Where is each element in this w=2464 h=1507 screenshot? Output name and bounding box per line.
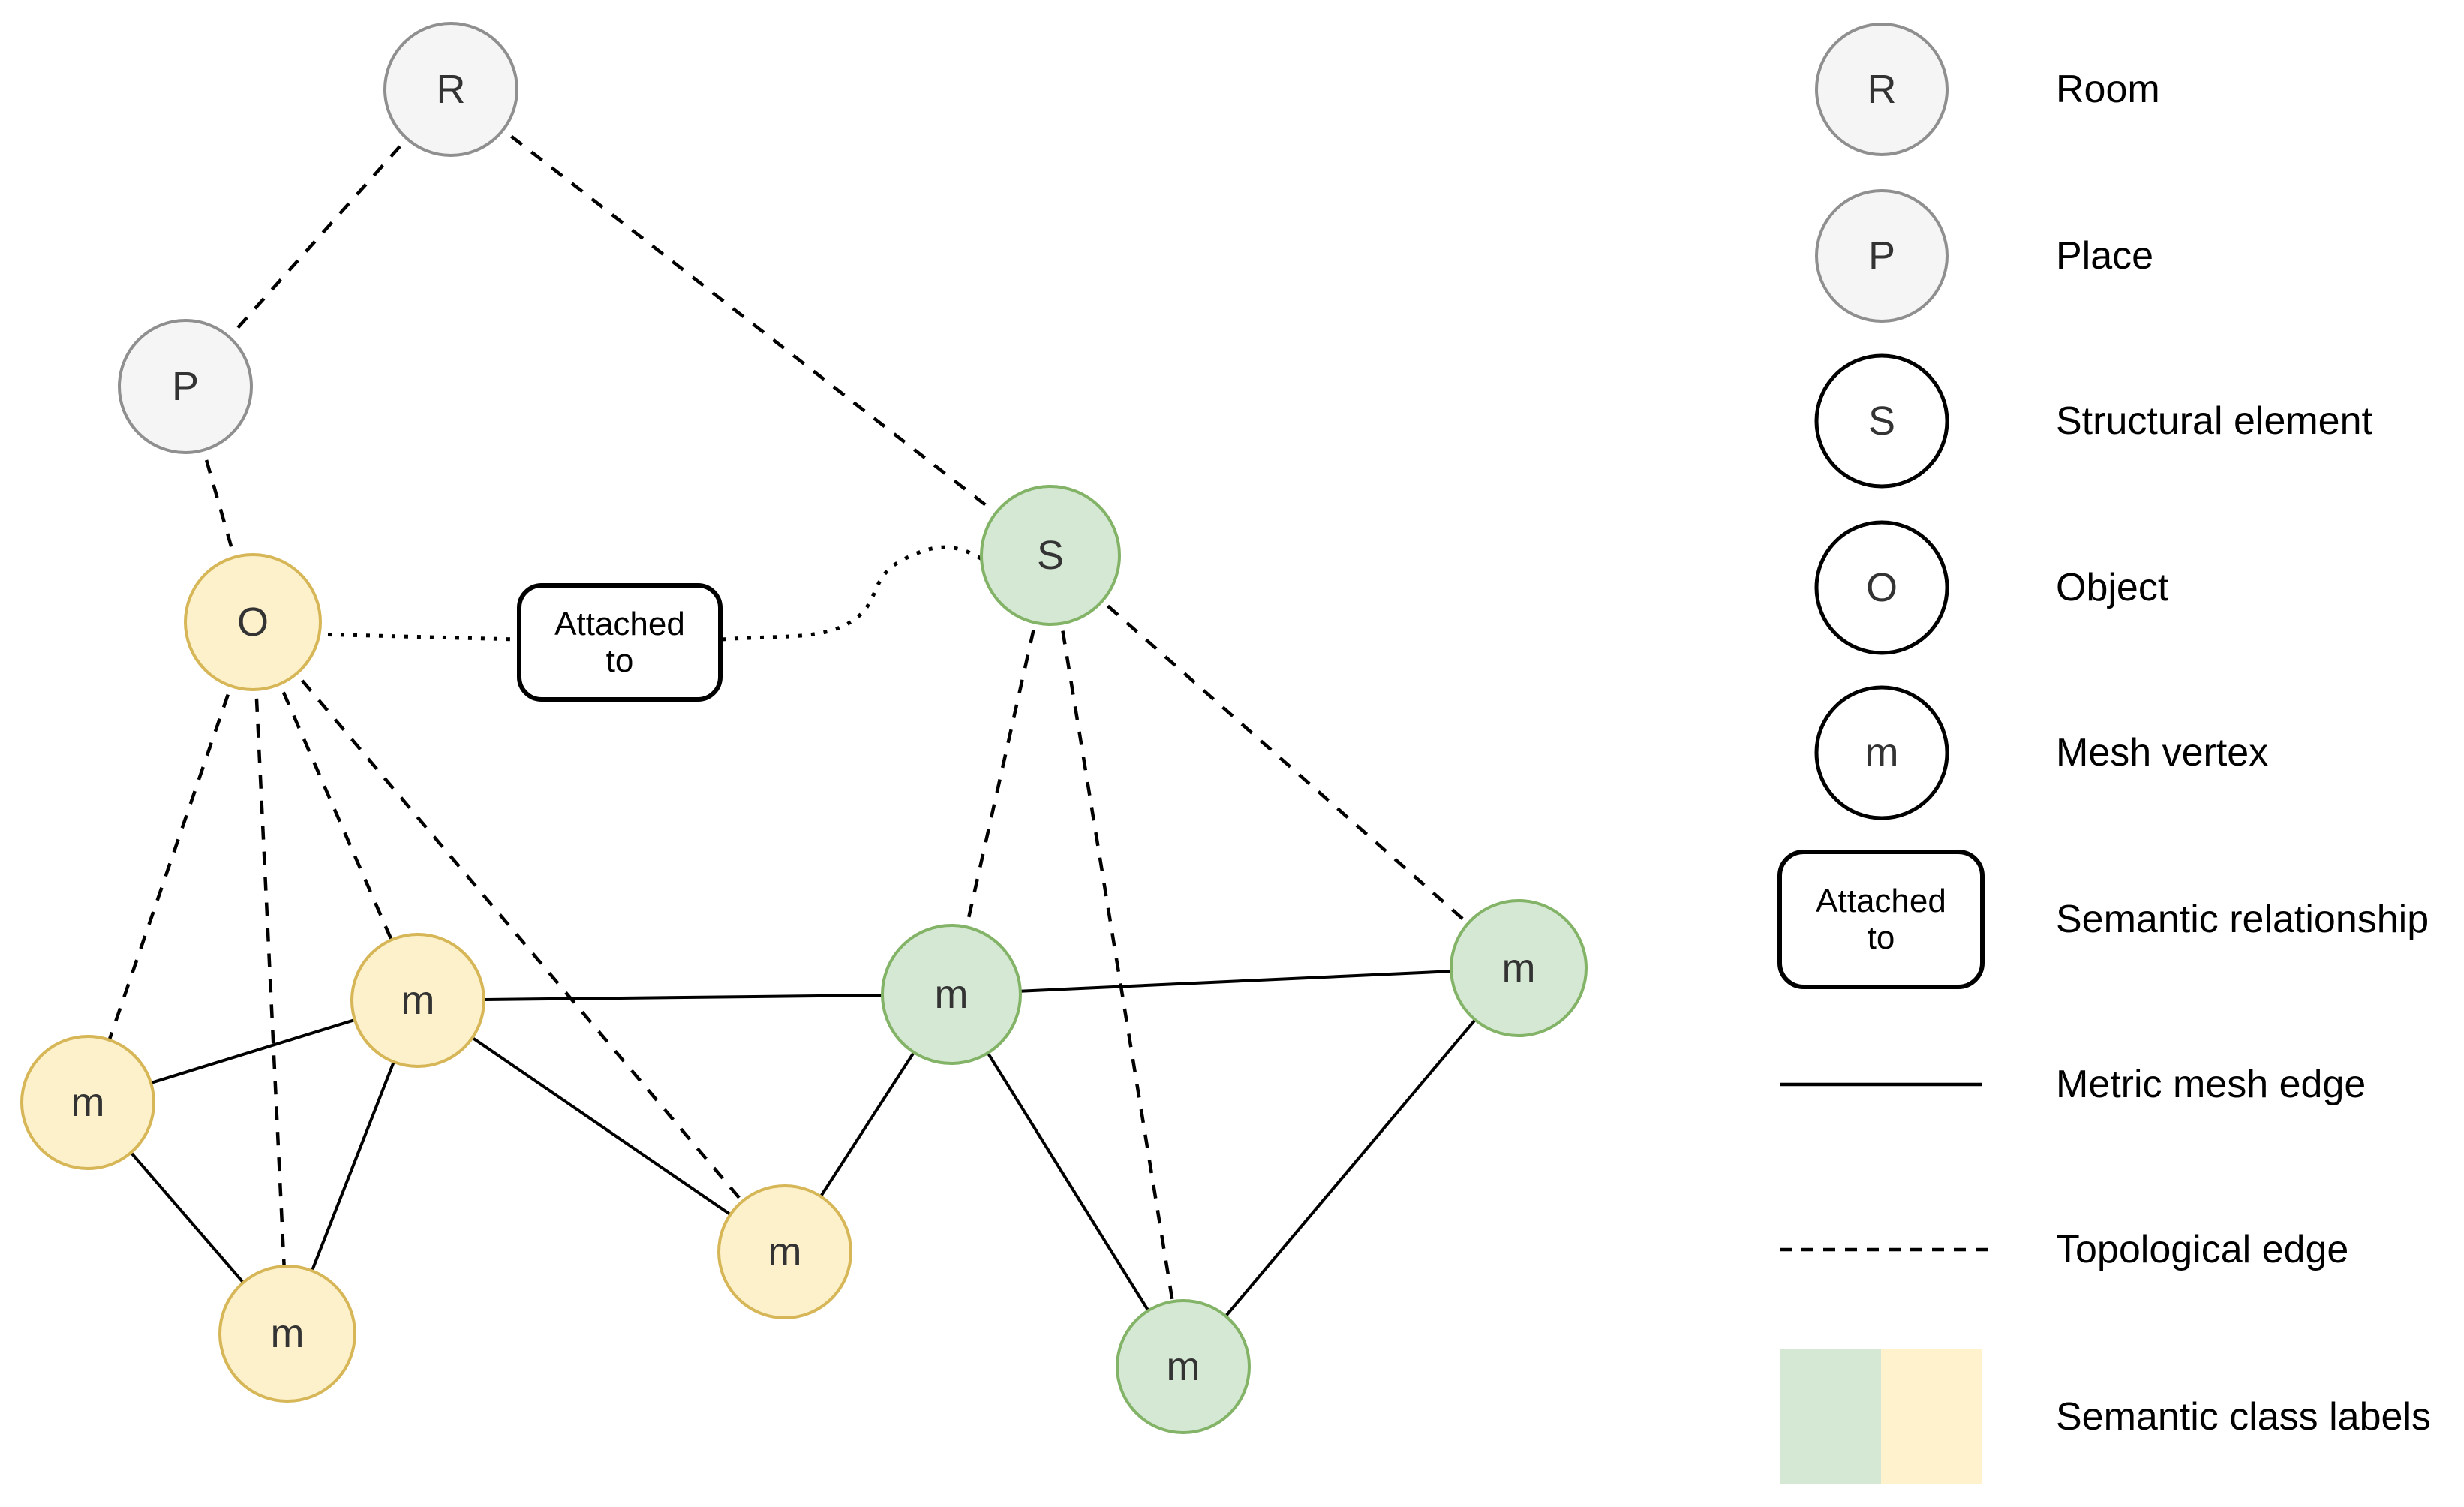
- room-node-label: R: [437, 67, 466, 112]
- metric-edge-m5-m7: [950, 993, 1185, 1368]
- metric-edge-m6-m7: [1182, 967, 1520, 1368]
- mesh-vertex-label: m: [768, 1229, 802, 1274]
- relationship-edge-segment-box-S: [721, 545, 986, 642]
- node-place-P: P: [118, 319, 253, 454]
- mesh-vertex-shape: [218, 1265, 356, 1403]
- node-mesh-vertex-m6: m: [1450, 899, 1588, 1037]
- legend-mesh-vertex-symbol: [1814, 685, 1949, 820]
- mesh-vertex-shape: [717, 1184, 852, 1319]
- legend-item-topological-edge: Topological edge: [1780, 1228, 2348, 1271]
- legend-swatch-yellow: [1881, 1349, 1982, 1484]
- legend-place-glyph: P: [1868, 233, 1895, 278]
- node-room-R: R: [383, 22, 518, 157]
- legend-item-object: O Object: [1814, 520, 2169, 655]
- topological-edge-O-m2: [86, 621, 255, 1103]
- topological-edge-O-m1: [251, 621, 420, 1001]
- legend-swatch-green: [1780, 1349, 1881, 1484]
- object-node-label: O: [237, 600, 269, 645]
- topological-edge-O-m3: [251, 621, 290, 1334]
- mesh-vertex-label: m: [1167, 1344, 1200, 1389]
- topological-edges: [86, 88, 1520, 1367]
- node-mesh-vertex-m2: m: [20, 1035, 155, 1170]
- legend-mesh-vertex-label: Mesh vertex: [2056, 731, 2268, 775]
- node-mesh-vertex-m5: m: [881, 924, 1022, 1065]
- legend-topological-edge-label: Topological edge: [2056, 1228, 2348, 1271]
- legend-room-symbol: [1815, 23, 1949, 156]
- relationship-label: Attached to: [554, 605, 685, 679]
- legend-semantic-class-label: Semantic class labels: [2056, 1395, 2431, 1439]
- legend-structural-glyph: S: [1868, 399, 1895, 444]
- legend-object-label: Object: [2056, 566, 2169, 609]
- mesh-vertex-shape: [20, 1035, 155, 1170]
- structural-node-shape: [980, 485, 1121, 626]
- topological-edge-S-m6: [1049, 554, 1520, 970]
- topological-edge-S-m7: [1048, 555, 1185, 1367]
- legend: R Room P Place S Structural element O Ob…: [1777, 23, 2431, 1484]
- node-mesh-vertex-m7: m: [1116, 1299, 1251, 1434]
- mesh-vertex-shape: [881, 924, 1022, 1065]
- node-mesh-vertex-m3: m: [218, 1265, 356, 1403]
- legend-relationship-glyph: Attached to: [1816, 882, 1946, 956]
- metric-edge-m5-m6: [951, 967, 1519, 996]
- legend-room-glyph: R: [1868, 67, 1897, 112]
- legend-item-metric-mesh-edge: Metric mesh edge: [1780, 1063, 2366, 1106]
- legend-item-semantic-relationship: Attached to Semantic relationship: [1777, 850, 2429, 989]
- mesh-vertex-shape: [1450, 899, 1588, 1037]
- topological-edge-O-m4: [251, 621, 786, 1253]
- mesh-vertex-label: m: [1502, 946, 1536, 991]
- legend-metric-edge-label: Metric mesh edge: [2056, 1063, 2366, 1106]
- legend-item-structural-element: S Structural element: [1814, 353, 2373, 489]
- mesh-vertex-label: m: [401, 978, 435, 1023]
- object-node-shape: [184, 553, 322, 691]
- relationship-box-text: Attached to: [554, 605, 685, 679]
- place-node-shape: [118, 319, 253, 454]
- legend-structural-symbol: [1814, 353, 1949, 489]
- mesh-vertex-label: m: [271, 1311, 305, 1356]
- relationship-edge-segment-O-box: [314, 632, 518, 642]
- nodes: R P O S m m m m: [20, 22, 1588, 1434]
- room-node-shape: [383, 22, 518, 157]
- metric-edge-m1-m4: [416, 999, 786, 1253]
- legend-relationship-label: Semantic relationship: [2056, 898, 2429, 941]
- semantic-relationship-edge: [314, 545, 986, 642]
- mesh-vertex-shape: [350, 933, 485, 1068]
- legend-item-mesh-vertex: m Mesh vertex: [1814, 685, 2268, 820]
- relationship-label-box: Attached to: [517, 583, 723, 702]
- topological-edge-R-S: [449, 88, 1052, 557]
- structural-node-label: S: [1037, 533, 1064, 578]
- node-object-O: O: [184, 553, 322, 691]
- legend-object-symbol: [1814, 520, 1949, 655]
- legend-item-place: P Place: [1815, 189, 2153, 323]
- legend-room-label: Room: [2056, 68, 2160, 111]
- node-mesh-vertex-m4: m: [717, 1184, 852, 1319]
- legend-relationship-box-text: Attached to: [1816, 882, 1946, 956]
- legend-item-semantic-class-labels: Semantic class labels: [1780, 1349, 2431, 1484]
- node-mesh-vertex-m1: m: [350, 933, 485, 1068]
- legend-relationship-box: [1777, 850, 1985, 989]
- mesh-vertex-label: m: [71, 1080, 105, 1125]
- place-node-label: P: [172, 364, 199, 409]
- legend-structural-label: Structural element: [2056, 399, 2373, 443]
- legend-item-room: R Room: [1815, 23, 2160, 156]
- mesh-vertex-label: m: [935, 972, 969, 1017]
- legend-place-label: Place: [2056, 234, 2153, 278]
- mesh-vertex-shape: [1116, 1299, 1251, 1434]
- relationship-box-shape: [517, 583, 723, 702]
- legend-object-glyph: O: [1866, 565, 1898, 610]
- node-structural-S: S: [980, 485, 1121, 626]
- metric-edge-m1-m5: [417, 993, 952, 1002]
- legend-place-symbol: [1815, 189, 1949, 323]
- legend-mesh-vertex-glyph: m: [1865, 730, 1899, 775]
